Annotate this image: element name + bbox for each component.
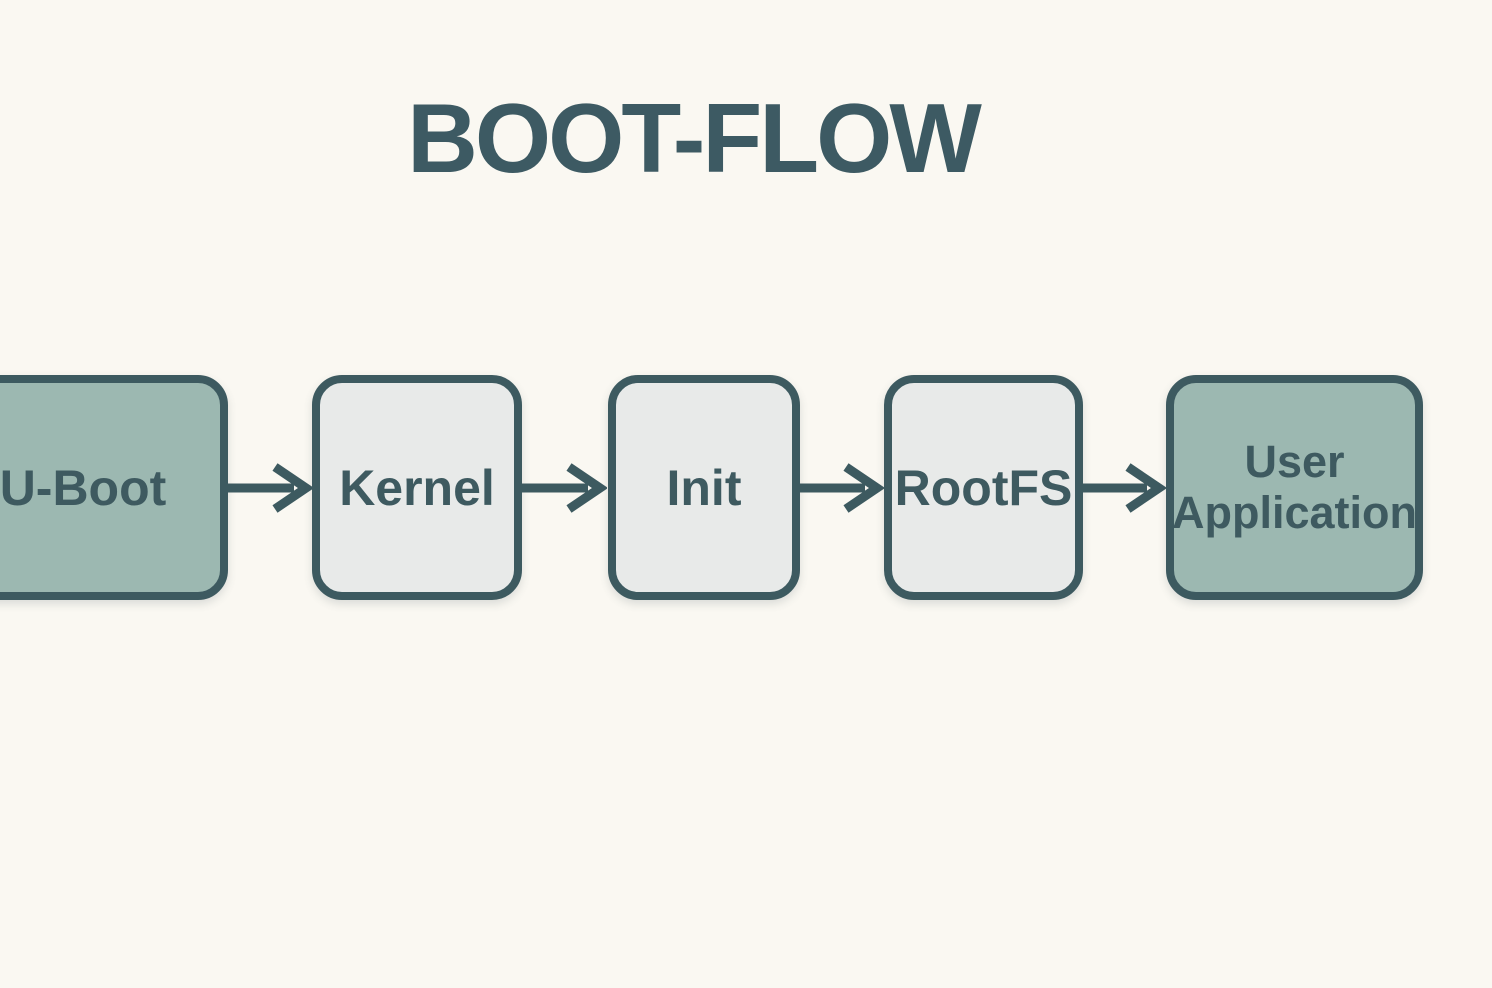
node-rootfs-label: RootFS [894,459,1073,516]
arrow-right-icon [799,458,884,518]
node-init-label: Init [666,459,742,516]
node-rootfs: RootFS [884,375,1083,600]
node-u-boot: U-Boot [0,375,228,600]
node-kernel: Kernel [312,375,522,600]
node-kernel-label: Kernel [339,459,495,516]
node-user-application: User Application [1166,375,1423,600]
node-init: Init [608,375,800,600]
arrow-right-icon [228,458,313,518]
arrow-right-icon [1081,458,1166,518]
arrow-right-icon [522,458,607,518]
node-user-application-label: User Application [1172,436,1417,538]
page-title: BOOT-FLOW [407,83,982,193]
node-u-boot-label: U-Boot [0,459,167,516]
